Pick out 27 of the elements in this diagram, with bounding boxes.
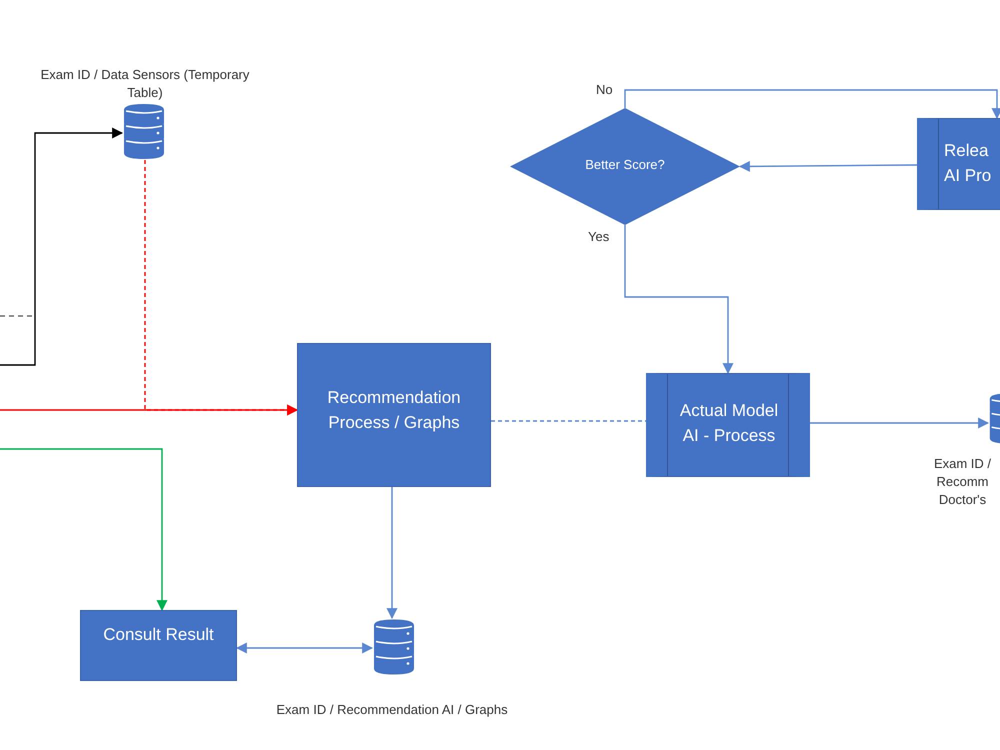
arrow [810, 418, 990, 428]
database-icon [122, 104, 166, 160]
process-text: Actual Model AI - Process [678, 400, 780, 447]
edge-label: No [594, 82, 615, 97]
process-text: Recommendation Process / Graphs [326, 386, 462, 434]
process-box [646, 373, 810, 477]
database-label: Exam ID / Recomm Doctor's [932, 454, 992, 510]
arrow [624, 225, 734, 374]
process-box [80, 610, 237, 681]
arrow [624, 89, 1000, 120]
process-box [917, 118, 1000, 210]
database-label: Exam ID / Recommendation AI / Graphs [276, 700, 508, 719]
process-box [297, 343, 491, 487]
decision-diamond [510, 108, 740, 225]
arrow [0, 128, 124, 366]
arrow [386, 487, 398, 620]
edge-label: Yes [586, 229, 612, 244]
decision-text: Better Score? [585, 156, 665, 174]
process-text: Relea AI Pro [944, 140, 992, 187]
dashed-connector [491, 420, 646, 422]
arrow [0, 448, 168, 612]
database-icon [372, 618, 416, 677]
arrow [738, 160, 917, 172]
process-text: Consult Result [103, 624, 214, 646]
database-label: Exam ID / Data Sensors (Temporary Table) [40, 66, 250, 102]
arrow [0, 404, 298, 416]
arrow [236, 642, 374, 654]
